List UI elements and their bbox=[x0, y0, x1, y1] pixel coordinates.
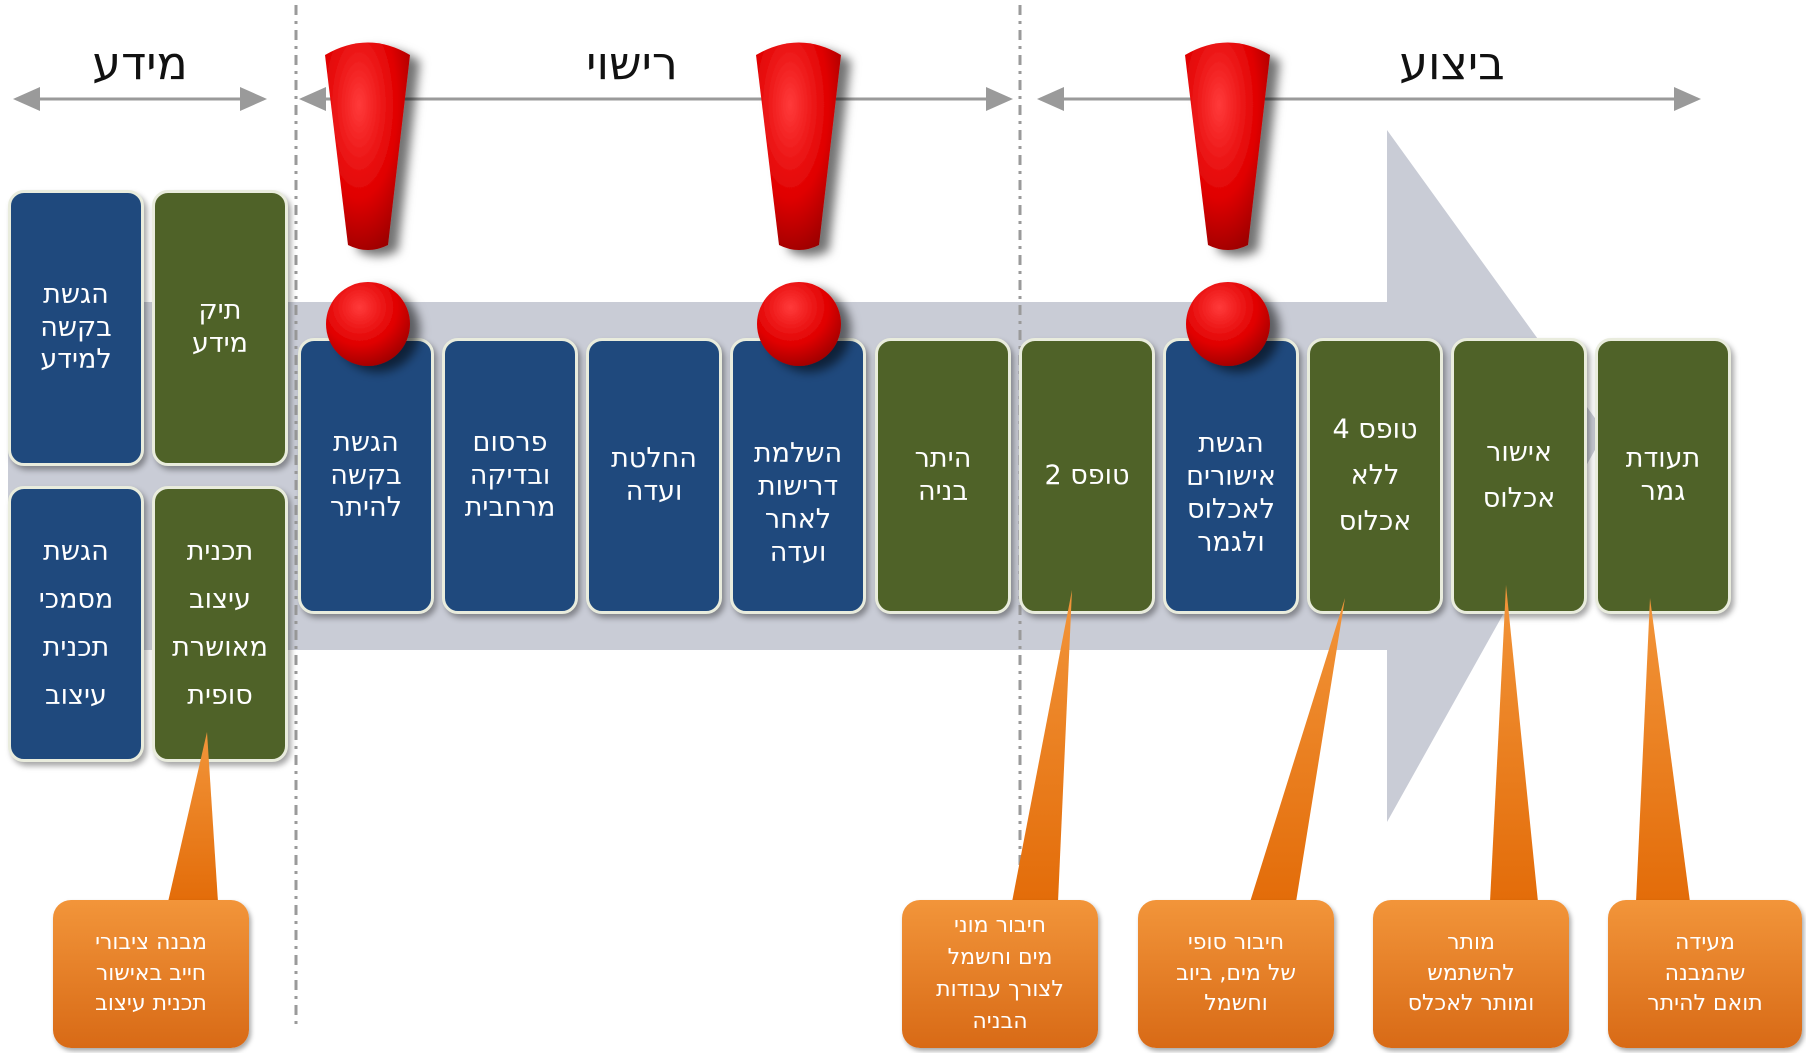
step-label: השלמת דרישות לאחר ועדה bbox=[753, 438, 843, 568]
callout-text: מעידה שהמבנה תואם להיתר bbox=[1647, 930, 1763, 1017]
phase-title-licensing: רישוי bbox=[586, 36, 678, 90]
phase-title-info: מידע bbox=[92, 36, 188, 90]
callout-pointer-public-building bbox=[168, 732, 218, 902]
box-submit-design-docs: הגשת מסמכי תכנית עיצוב bbox=[8, 486, 144, 762]
callout-final-connection: חיבור סופי של מים, ביוב וחשמל bbox=[1138, 900, 1334, 1048]
step-label: טופס 4 ללא אכלוס bbox=[1332, 414, 1418, 537]
callout-text: חיבור סופי של מים, ביוב וחשמל bbox=[1176, 930, 1296, 1017]
callout-pointer-meters bbox=[1012, 590, 1072, 902]
box-info-file-label: תיק מידע bbox=[191, 295, 249, 359]
step-box-1: הגשת בקשה להיתר bbox=[298, 338, 434, 614]
callout-pointer-final-connection bbox=[1250, 598, 1345, 902]
callout-pointer-occupy bbox=[1490, 585, 1538, 902]
step-box-2: פרסום ובדיקה מרחבית bbox=[442, 338, 578, 614]
box-request-info: הגשת בקשה למידע bbox=[8, 190, 144, 466]
step-box-8: טופס 4 ללא אכלוס bbox=[1307, 338, 1443, 614]
step-label: פרסום ובדיקה מרחבית bbox=[464, 426, 556, 524]
callout-text: חיבור מוני מים וחשמל לצורך עבודות הבניה bbox=[936, 913, 1064, 1034]
callout-water-electric-meters: חיבור מוני מים וחשמל לצורך עבודות הבניה bbox=[902, 900, 1098, 1048]
step-box-9: אישור אכלוס bbox=[1451, 338, 1587, 614]
callout-use-and-occupy: מותר להשתמש ומותר לאכלס bbox=[1373, 900, 1569, 1048]
step-label: טופס 2 bbox=[1044, 459, 1130, 491]
exclamation-icon bbox=[325, 42, 410, 366]
step-label: הגשת אישורים לאכלוס ולגמר bbox=[1186, 428, 1276, 558]
step-label: החלטת ועדה bbox=[611, 443, 697, 507]
step-box-3: החלטת ועדה bbox=[586, 338, 722, 614]
step-label: אישור אכלוס bbox=[1482, 437, 1556, 514]
step-box-5: היתר בניה bbox=[875, 338, 1011, 614]
exclamation-icon bbox=[1185, 42, 1270, 366]
callout-certifies-conformity: מעידה שהמבנה תואם להיתר bbox=[1608, 900, 1802, 1048]
step-label: תעודת גמר bbox=[1625, 443, 1701, 507]
step-label: היתר בניה bbox=[914, 443, 972, 507]
phase-title-execution: ביצוע bbox=[1399, 36, 1505, 90]
box-approved-design-plan-label: תכנית עיצוב מאושרת סופית bbox=[172, 535, 268, 712]
box-submit-design-docs-label: הגשת מסמכי תכנית עיצוב bbox=[38, 535, 114, 712]
callout-pointer-certify bbox=[1636, 598, 1690, 902]
step-label: הגשת בקשה להיתר bbox=[330, 426, 403, 524]
callout-text: מותר להשתמש ומותר לאכלס bbox=[1407, 930, 1535, 1017]
exclamation-icon bbox=[756, 42, 841, 366]
step-box-4: השלמת דרישות לאחר ועדה bbox=[730, 338, 866, 614]
callout-text: מבנה ציבורי חייב באישור תכנית עיצוב bbox=[95, 930, 207, 1017]
step-box-10: תעודת גמר bbox=[1595, 338, 1731, 614]
box-request-info-label: הגשת בקשה למידע bbox=[40, 278, 112, 376]
box-approved-design-plan: תכנית עיצוב מאושרת סופית bbox=[152, 486, 288, 762]
step-box-7: הגשת אישורים לאכלוס ולגמר bbox=[1163, 338, 1299, 614]
box-info-file: תיק מידע bbox=[152, 190, 288, 466]
callout-public-building: מבנה ציבורי חייב באישור תכנית עיצוב bbox=[53, 900, 249, 1048]
step-box-6: טופס 2 bbox=[1019, 338, 1155, 614]
